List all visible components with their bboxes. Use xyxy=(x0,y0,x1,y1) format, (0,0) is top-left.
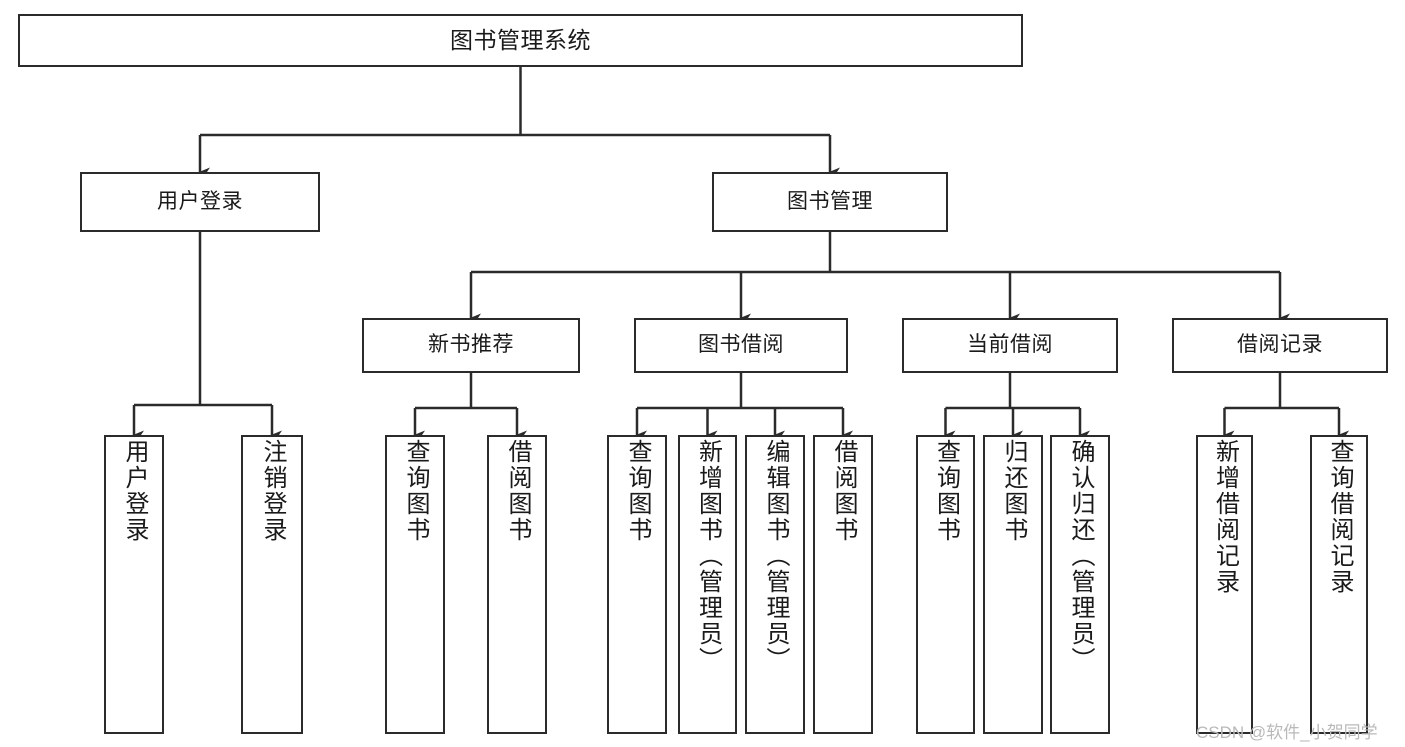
node-label-leaf-borrow-book-rec: 借阅图书 xyxy=(504,439,531,543)
node-label-leaf-query-book-cur: 查询图书 xyxy=(932,439,960,543)
node-label-leaf-edit-book: 编辑图书（管理员） xyxy=(762,439,789,673)
node-leaf-borrow-book[interactable]: 借阅图书 xyxy=(813,435,873,734)
node-leaf-borrow-book-rec[interactable]: 借阅图书 xyxy=(487,435,547,734)
node-user-login[interactable]: 用户登录 xyxy=(80,172,320,232)
node-label-leaf-add-book: 新增图书（管理员） xyxy=(694,439,722,673)
node-leaf-add-record[interactable]: 新增借阅记录 xyxy=(1196,435,1253,734)
node-label-leaf-return-book: 归还图书 xyxy=(1000,439,1027,543)
node-label-book-manage: 图书管理 xyxy=(787,189,873,213)
node-leaf-query-book-cur[interactable]: 查询图书 xyxy=(916,435,975,734)
node-leaf-query-book-rec[interactable]: 查询图书 xyxy=(385,435,445,734)
node-borrow-record[interactable]: 借阅记录 xyxy=(1172,318,1388,373)
node-book-borrow[interactable]: 图书借阅 xyxy=(634,318,848,373)
node-new-book-rec[interactable]: 新书推荐 xyxy=(362,318,580,373)
node-label-current-borrow: 当前借阅 xyxy=(967,333,1053,357)
node-label-leaf-user-login: 用户登录 xyxy=(121,439,148,543)
node-leaf-user-login[interactable]: 用户登录 xyxy=(104,435,164,734)
node-label-book-borrow: 图书借阅 xyxy=(698,333,784,357)
node-label-leaf-borrow-book: 借阅图书 xyxy=(830,439,857,543)
node-current-borrow[interactable]: 当前借阅 xyxy=(902,318,1118,373)
node-label-leaf-query-book-rec: 查询图书 xyxy=(402,439,429,543)
node-label-user-login: 用户登录 xyxy=(157,189,243,213)
node-leaf-return-book[interactable]: 归还图书 xyxy=(983,435,1043,734)
node-root[interactable]: 图书管理系统 xyxy=(18,14,1023,67)
connector-group xyxy=(132,67,1349,440)
node-leaf-query-record[interactable]: 查询借阅记录 xyxy=(1310,435,1368,734)
node-label-borrow-record: 借阅记录 xyxy=(1237,333,1323,357)
node-label-root: 图书管理系统 xyxy=(450,26,591,53)
node-leaf-logout[interactable]: 注销登录 xyxy=(241,435,303,734)
node-leaf-edit-book[interactable]: 编辑图书（管理员） xyxy=(745,435,805,734)
node-label-new-book-rec: 新书推荐 xyxy=(428,333,514,357)
node-label-leaf-query-book-borrow: 查询图书 xyxy=(624,439,651,543)
node-leaf-confirm-return[interactable]: 确认归还（管理员） xyxy=(1050,435,1110,734)
node-label-leaf-add-record: 新增借阅记录 xyxy=(1211,439,1239,595)
node-label-leaf-logout: 注销登录 xyxy=(259,439,286,543)
node-leaf-query-book-borrow[interactable]: 查询图书 xyxy=(607,435,667,734)
node-book-manage[interactable]: 图书管理 xyxy=(712,172,948,232)
node-leaf-add-book[interactable]: 新增图书（管理员） xyxy=(678,435,737,734)
node-label-leaf-query-record: 查询借阅记录 xyxy=(1326,439,1353,595)
node-label-leaf-confirm-return: 确认归还（管理员） xyxy=(1067,439,1094,673)
